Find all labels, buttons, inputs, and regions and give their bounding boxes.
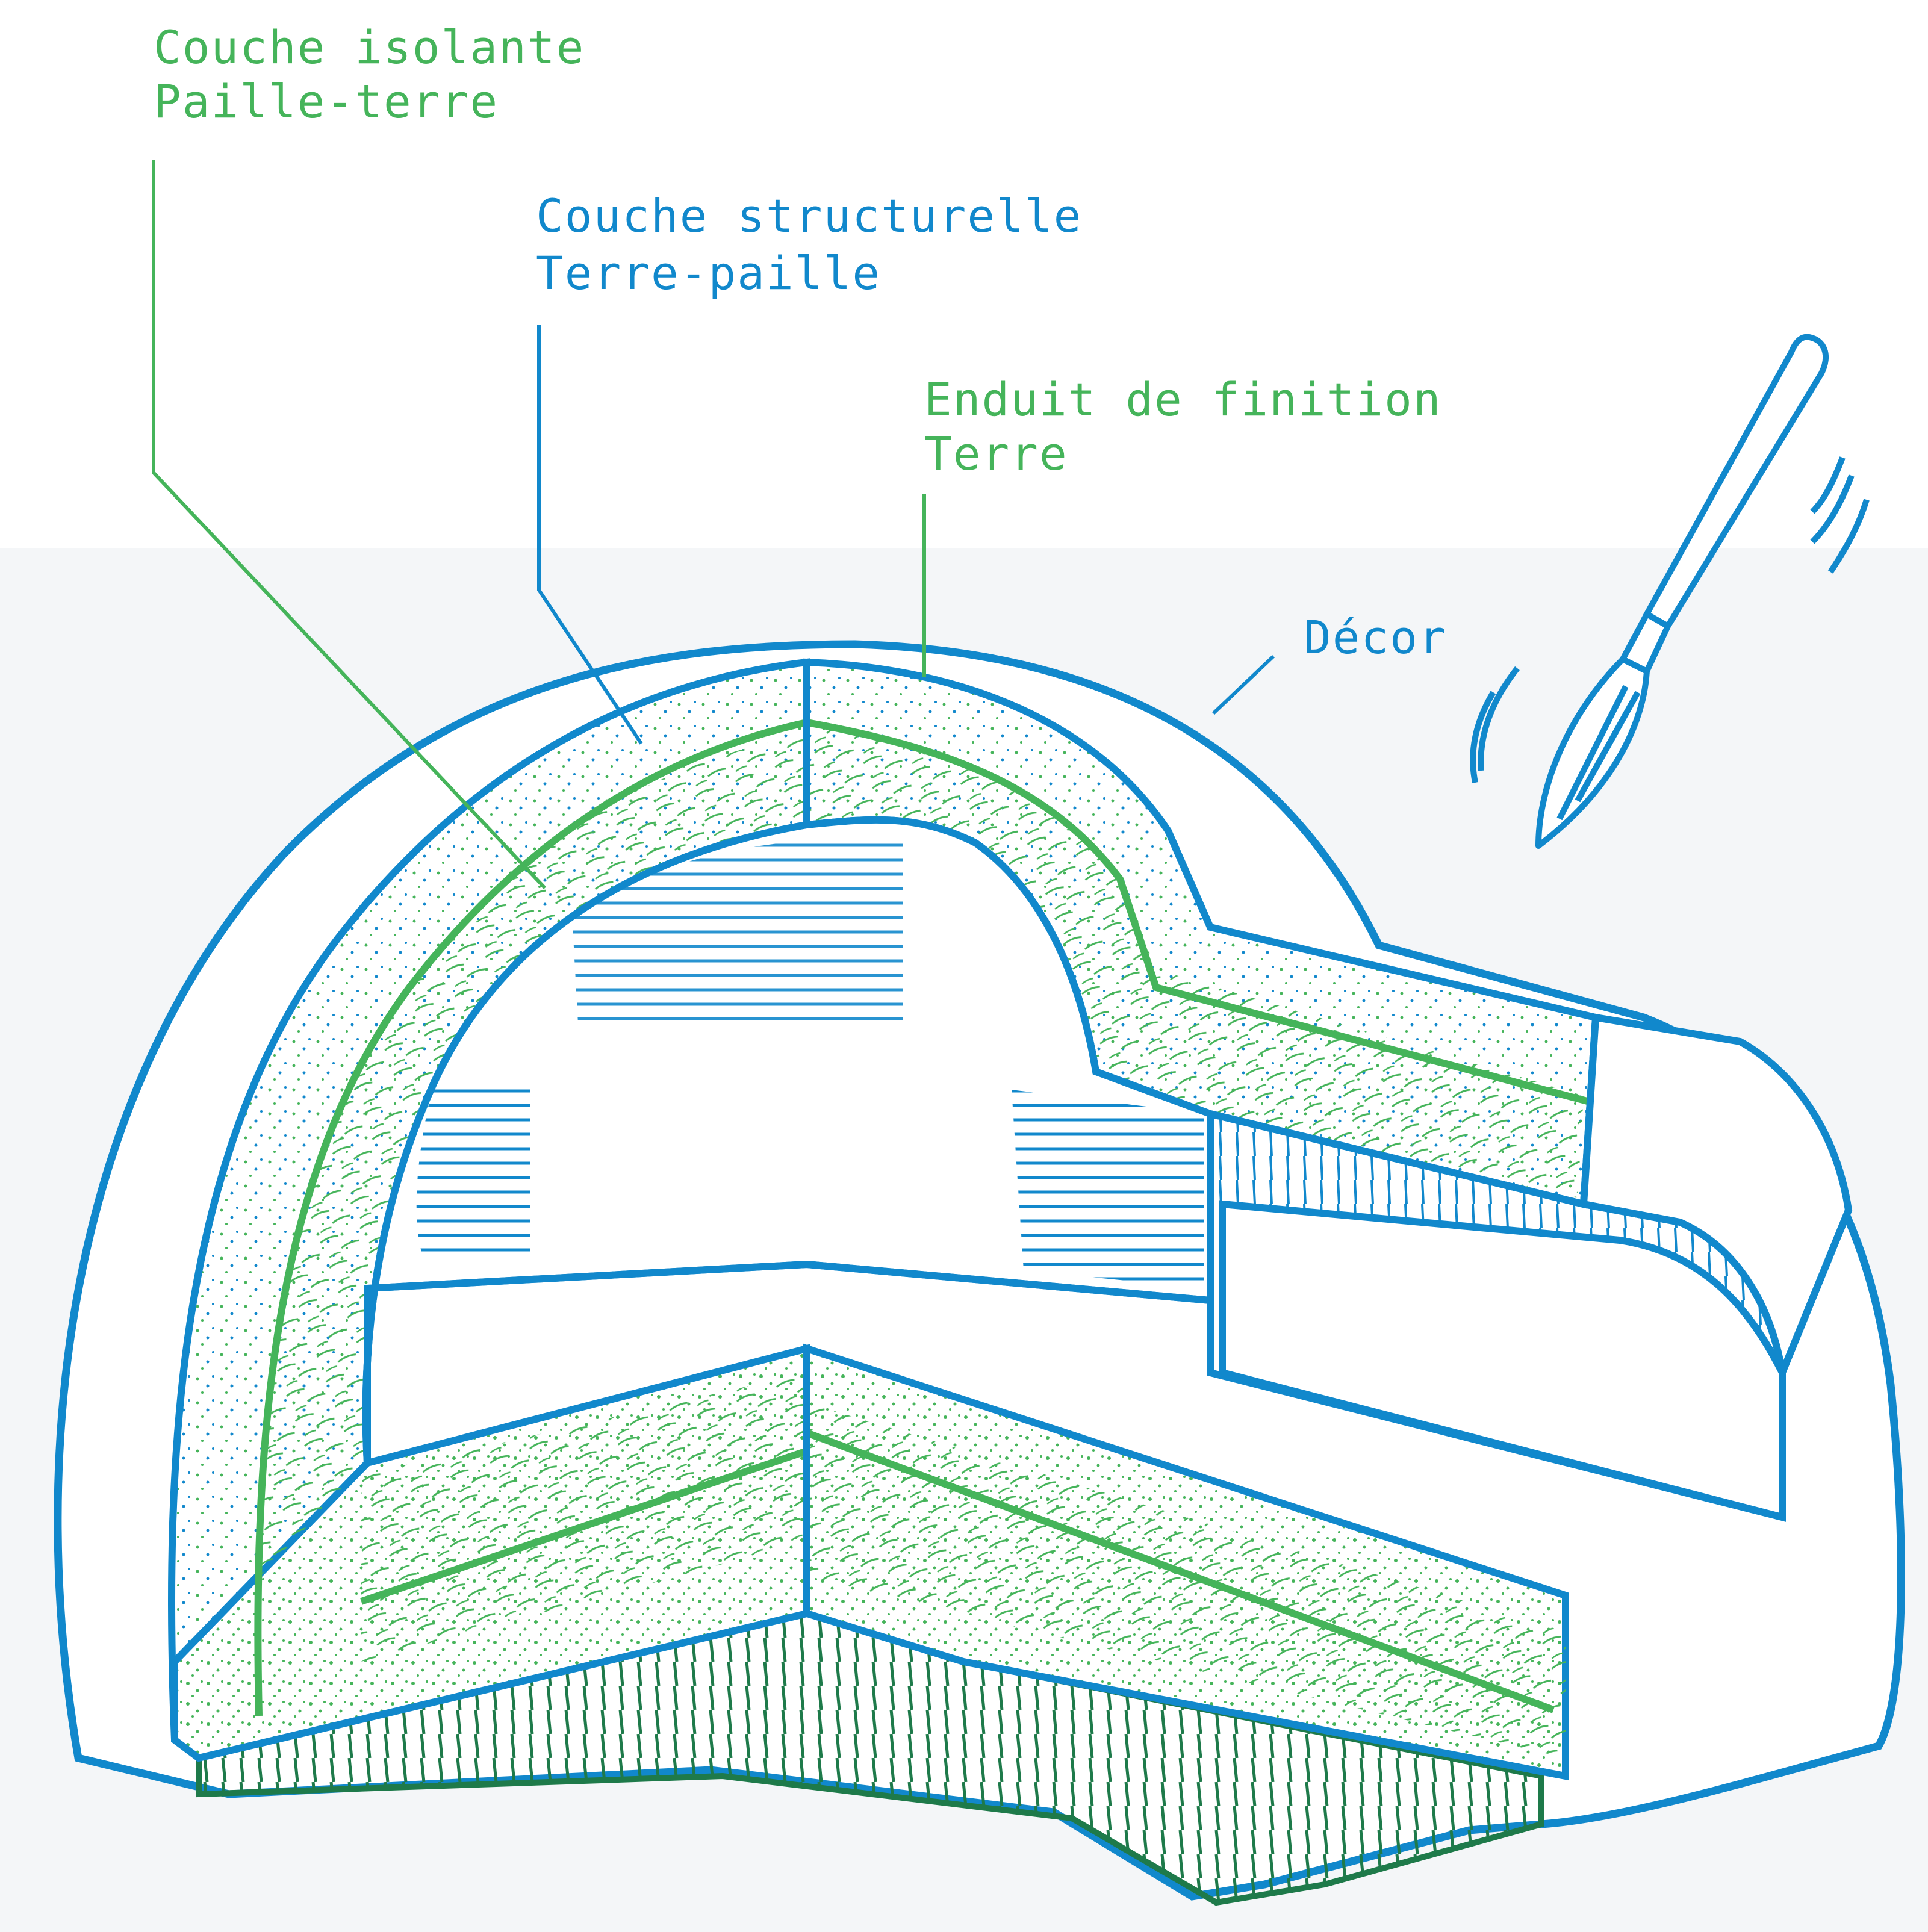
label-finish-line1: Enduit de finition <box>924 373 1442 426</box>
label-decor: Décor <box>1304 610 1448 664</box>
label-insulating-line1: Couche isolante <box>154 20 585 74</box>
label-structural-line2: Terre-paille <box>536 246 881 300</box>
label-insulating-line2: Paille-terre <box>154 75 499 128</box>
label-structural-line1: Couche structurelle <box>536 189 1082 243</box>
chamber-hatch-right <box>1012 1090 1204 1288</box>
label-finish-line2: Terre <box>924 427 1068 480</box>
chamber-hatch-left <box>417 1084 530 1252</box>
